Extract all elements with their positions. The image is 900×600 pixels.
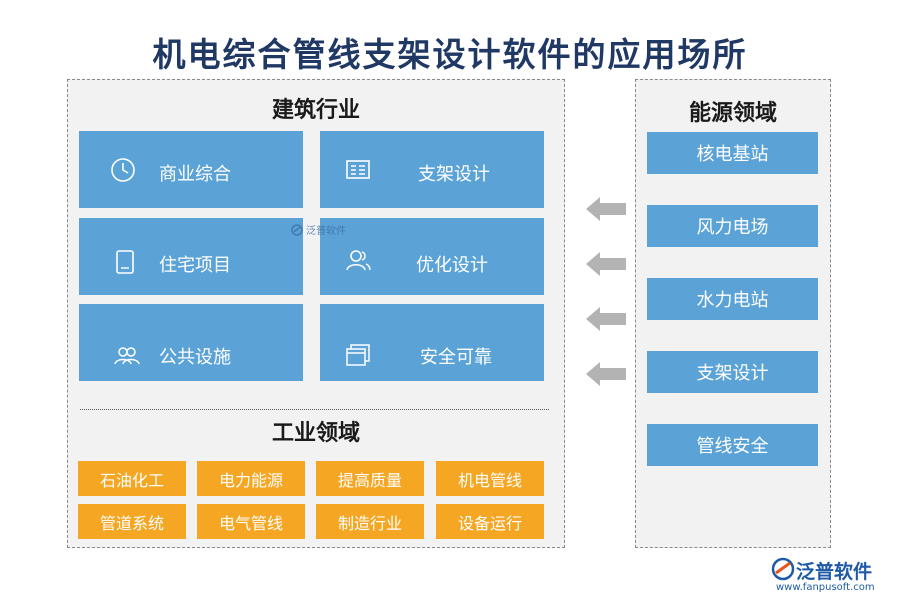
brand-logo-icon [771, 557, 795, 581]
clock-icon [109, 156, 137, 184]
energy-section-title: 能源领域 [688, 100, 777, 126]
energy-item: 风力电场 [647, 205, 818, 247]
industry-item: 制造行业 [316, 504, 424, 539]
building-card-residential: 住宅项目 [79, 218, 303, 295]
industry-item: 设备运行 [436, 504, 544, 539]
watermark-logo-icon [291, 223, 303, 236]
industry-item: 电气管线 [197, 504, 305, 539]
energy-item: 支架设计 [647, 351, 818, 393]
building-card-safety: 安全可靠 [320, 304, 544, 381]
watermark: 泛普软件 [290, 222, 346, 237]
watermark-text: 泛普软件 [306, 226, 346, 237]
building-card-label: 住宅项目 [159, 255, 231, 276]
industry-item: 提高质量 [316, 461, 424, 496]
page-title: 机电综合管线支架设计软件的应用场所 [152, 35, 748, 74]
stack-pages-icon [344, 341, 372, 369]
industry-item: 管道系统 [78, 504, 186, 539]
list-card-icon [344, 156, 372, 184]
building-card-public: 公共设施 [79, 304, 303, 381]
user-icon [344, 246, 372, 274]
building-card-label: 支架设计 [418, 164, 490, 185]
left-arrow-icon [586, 252, 626, 276]
building-section-title: 建筑行业 [271, 97, 360, 123]
brand-name: 泛普软件 [796, 561, 873, 583]
building-card-label: 公共设施 [159, 347, 231, 368]
left-arrow-icon [586, 307, 626, 331]
building-card-label: 商业综合 [159, 164, 231, 185]
energy-item: 核电基站 [647, 132, 818, 174]
building-card-support-design: 支架设计 [320, 131, 544, 208]
industry-item: 机电管线 [436, 461, 544, 496]
building-card-commercial: 商业综合 [79, 131, 303, 208]
industry-item: 电力能源 [197, 461, 305, 496]
energy-item: 水力电站 [647, 278, 818, 320]
left-arrow-icon [586, 197, 626, 221]
industry-section-title: 工业领域 [271, 420, 360, 446]
users-icon [113, 342, 141, 370]
building-card-optimize: 优化设计 [320, 218, 544, 295]
section-divider [80, 409, 549, 410]
building-card-label: 安全可靠 [420, 347, 492, 368]
document-icon [111, 248, 139, 276]
energy-item: 管线安全 [647, 424, 818, 466]
industry-item: 石油化工 [78, 461, 186, 496]
left-arrow-icon [586, 362, 626, 386]
brand-url: www.fanpusoft.com [776, 582, 875, 593]
building-card-label: 优化设计 [416, 255, 488, 276]
